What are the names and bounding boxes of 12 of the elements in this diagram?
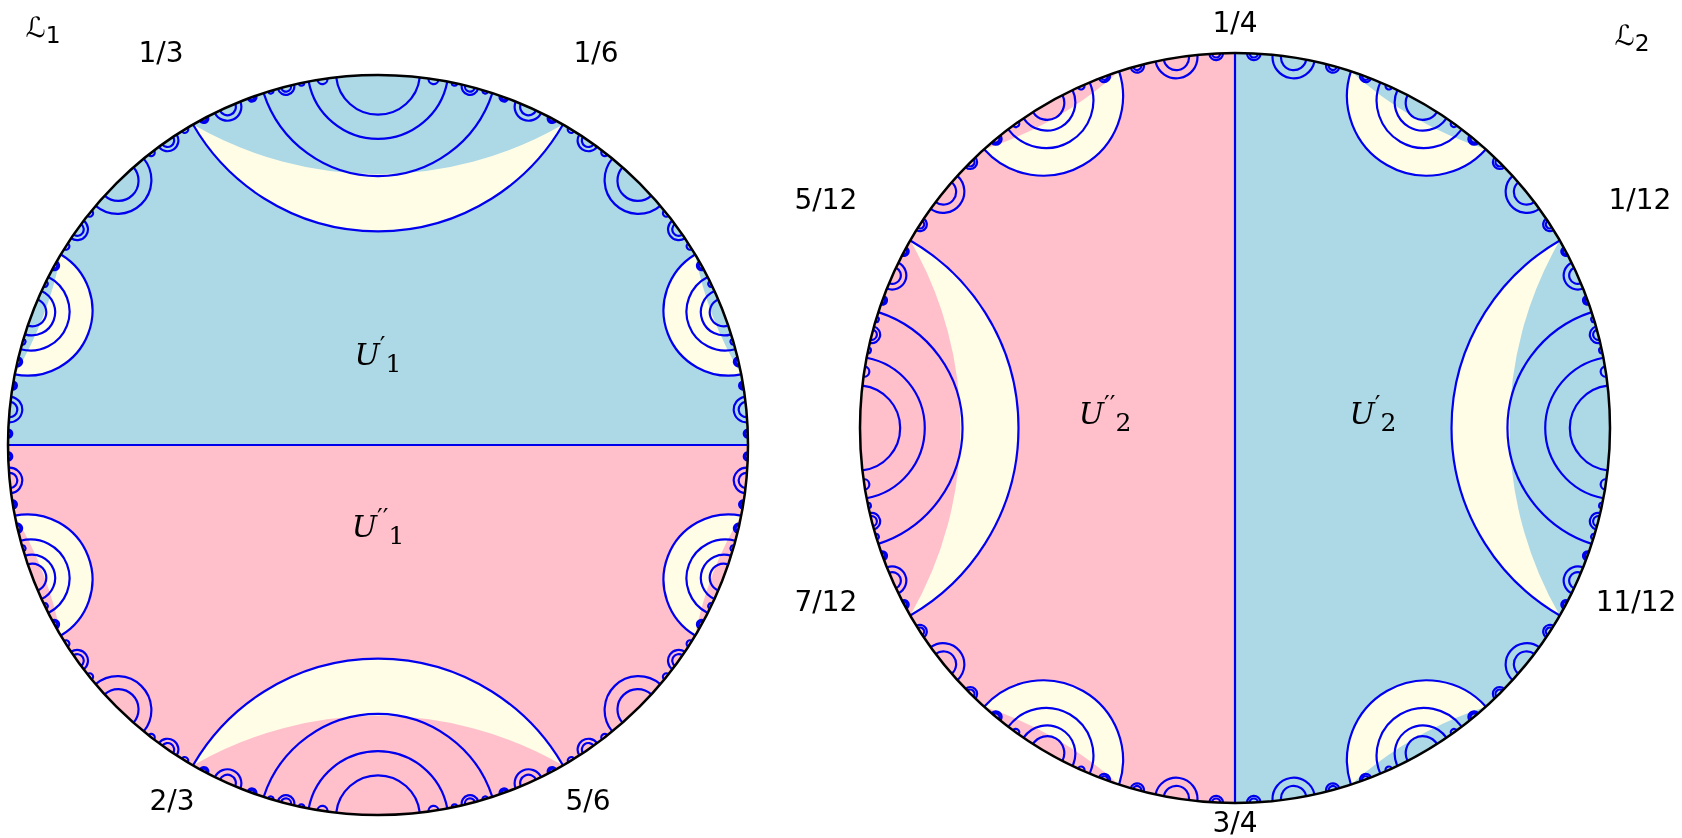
angle-label: 3/4 [1212, 805, 1258, 838]
angle-label: 11/12 [1595, 584, 1677, 618]
angle-label: 1/6 [573, 35, 619, 69]
angle-label: 5/6 [565, 783, 611, 817]
lamination-label: ℒ$_{1}$ [25, 10, 61, 50]
angle-label: 1/12 [1608, 182, 1672, 216]
angle-label: 7/12 [794, 584, 858, 618]
angle-label: 2/3 [149, 783, 195, 817]
angle-label: 1/3 [138, 35, 184, 69]
angle-label: 1/4 [1212, 5, 1258, 39]
angle-label: 5/12 [794, 182, 858, 216]
lamination-label: ℒ$_{2}$ [1614, 18, 1650, 58]
